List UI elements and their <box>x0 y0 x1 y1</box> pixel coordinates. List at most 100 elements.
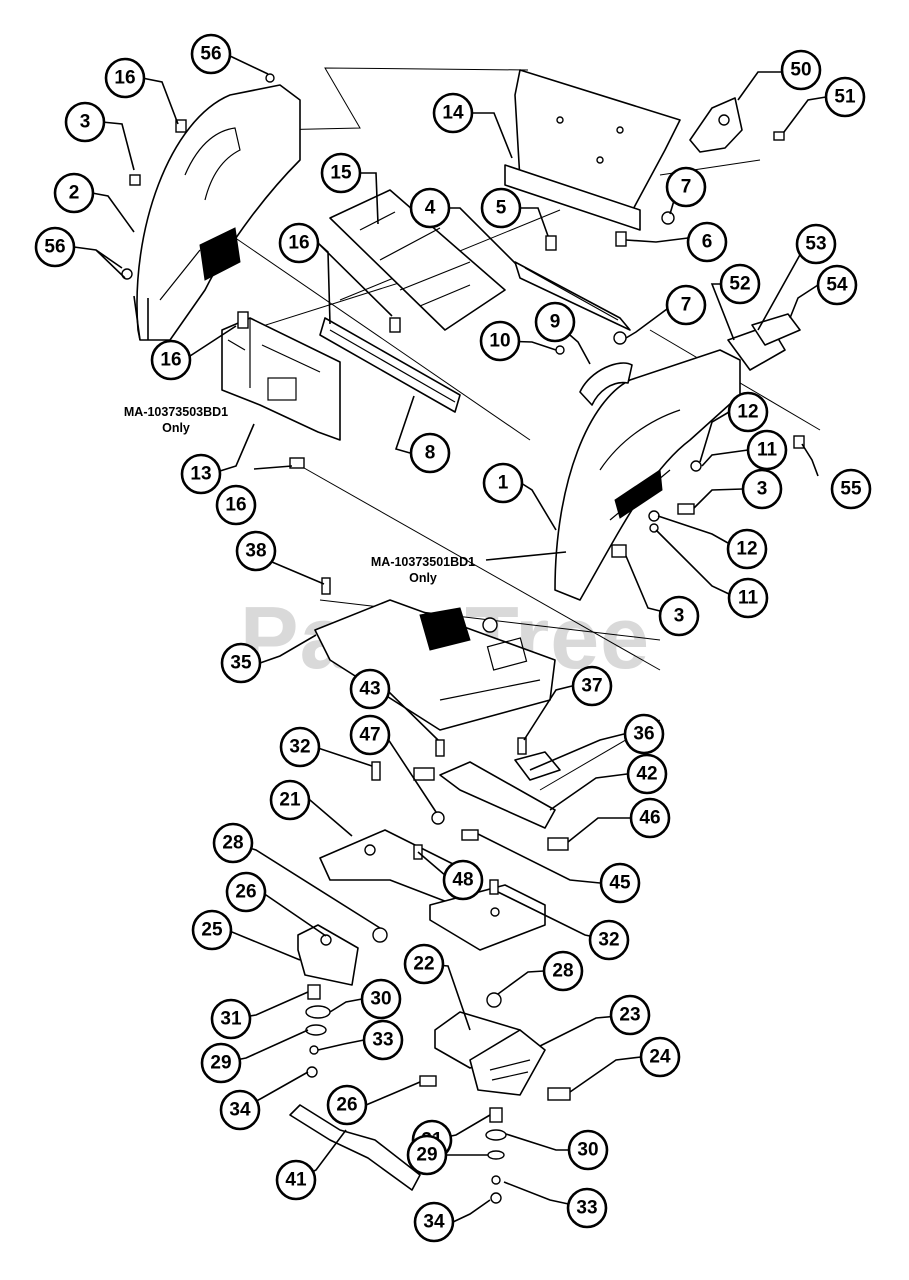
channel <box>514 261 631 331</box>
svg-text:35: 35 <box>230 653 252 674</box>
svg-text:52: 52 <box>729 274 750 295</box>
top-support-plate <box>504 69 681 231</box>
svg-text:25: 25 <box>201 920 223 941</box>
callout-16: 16 <box>150 339 192 381</box>
svg-text:14: 14 <box>442 103 464 124</box>
svg-text:2: 2 <box>69 183 80 204</box>
svg-text:22: 22 <box>413 954 434 975</box>
svg-text:21: 21 <box>279 790 301 811</box>
callout-11: 11 <box>746 429 788 471</box>
right-fender <box>554 349 741 601</box>
svg-text:50: 50 <box>790 60 811 81</box>
callout-33: 33 <box>566 1187 608 1229</box>
svg-text:26: 26 <box>336 1095 357 1116</box>
callout-25: 25 <box>191 909 233 951</box>
callout-4: 4 <box>409 187 451 229</box>
svg-text:13: 13 <box>190 464 211 485</box>
strap <box>289 1104 421 1191</box>
svg-text:56: 56 <box>44 237 65 258</box>
svg-text:30: 30 <box>577 1140 598 1161</box>
model-note-right: MA-10373501BD1 Only <box>371 555 475 585</box>
svg-text:51: 51 <box>834 87 856 108</box>
callout-21: 21 <box>269 779 311 821</box>
svg-text:36: 36 <box>633 724 654 745</box>
callout-42: 42 <box>626 753 668 795</box>
callout-48: 48 <box>442 859 484 901</box>
callout-55: 55 <box>830 468 872 510</box>
callout-16: 16 <box>278 222 320 264</box>
callout-29: 29 <box>200 1042 242 1084</box>
callout-32: 32 <box>279 726 321 768</box>
callout-7: 7 <box>665 284 707 326</box>
svg-text:12: 12 <box>737 402 758 423</box>
svg-text:8: 8 <box>425 443 436 464</box>
callout-1: 1 <box>482 462 524 504</box>
svg-text:43: 43 <box>359 679 380 700</box>
note-right-suffix: Only <box>409 571 437 585</box>
callout-33: 33 <box>362 1019 404 1061</box>
svg-text:16: 16 <box>114 68 135 89</box>
svg-text:29: 29 <box>416 1145 437 1166</box>
callout-38: 38 <box>235 530 277 572</box>
callout-37: 37 <box>571 665 613 707</box>
callout-53: 53 <box>795 223 837 265</box>
callout-16: 16 <box>215 484 257 526</box>
mount-bracket <box>689 97 743 153</box>
svg-text:41: 41 <box>285 1170 307 1191</box>
callout-56: 56 <box>34 226 76 268</box>
svg-text:28: 28 <box>552 961 573 982</box>
callout-3: 3 <box>658 595 700 637</box>
left-fender <box>121 73 301 341</box>
svg-text:45: 45 <box>609 873 631 894</box>
svg-text:29: 29 <box>210 1053 231 1074</box>
switch-bracket <box>439 751 561 829</box>
svg-text:12: 12 <box>736 539 757 560</box>
svg-text:48: 48 <box>452 870 473 891</box>
svg-text:33: 33 <box>372 1030 393 1051</box>
svg-text:3: 3 <box>674 606 685 627</box>
svg-text:10: 10 <box>489 331 510 352</box>
svg-text:42: 42 <box>636 764 657 785</box>
callout-15: 15 <box>320 152 362 194</box>
callout-9: 9 <box>534 301 576 343</box>
callout-3: 3 <box>64 101 106 143</box>
callout-28: 28 <box>212 822 254 864</box>
svg-text:34: 34 <box>229 1100 251 1121</box>
callout-23: 23 <box>609 994 651 1036</box>
callout-36: 36 <box>623 713 665 755</box>
svg-text:34: 34 <box>423 1212 445 1233</box>
callout-43: 43 <box>349 668 391 710</box>
callout-16: 16 <box>104 57 146 99</box>
callout-2: 2 <box>53 172 95 214</box>
svg-text:28: 28 <box>222 833 243 854</box>
svg-text:30: 30 <box>370 989 391 1010</box>
svg-text:47: 47 <box>359 725 380 746</box>
svg-text:11: 11 <box>738 588 759 609</box>
svg-text:31: 31 <box>220 1009 242 1030</box>
svg-text:6: 6 <box>702 232 713 253</box>
svg-text:37: 37 <box>581 676 602 697</box>
svg-text:15: 15 <box>330 163 352 184</box>
cross-bar <box>319 317 461 413</box>
callout-32: 32 <box>588 919 630 961</box>
svg-text:3: 3 <box>80 112 91 133</box>
svg-text:26: 26 <box>235 882 256 903</box>
svg-text:16: 16 <box>288 233 309 254</box>
svg-text:53: 53 <box>805 234 826 255</box>
callout-34: 34 <box>413 1201 455 1243</box>
callout-41: 41 <box>275 1159 317 1201</box>
svg-text:11: 11 <box>757 440 778 461</box>
callout-30: 30 <box>360 978 402 1020</box>
svg-text:9: 9 <box>550 312 561 333</box>
callout-51: 51 <box>824 76 866 118</box>
svg-text:23: 23 <box>619 1005 640 1026</box>
svg-text:1: 1 <box>498 473 509 494</box>
left-bracket <box>221 317 341 441</box>
callout-26: 26 <box>225 871 267 913</box>
callout-56: 56 <box>190 33 232 75</box>
callout-29: 29 <box>406 1134 448 1176</box>
callout-24: 24 <box>639 1036 681 1078</box>
svg-text:24: 24 <box>649 1047 671 1068</box>
callout-10: 10 <box>479 320 521 362</box>
